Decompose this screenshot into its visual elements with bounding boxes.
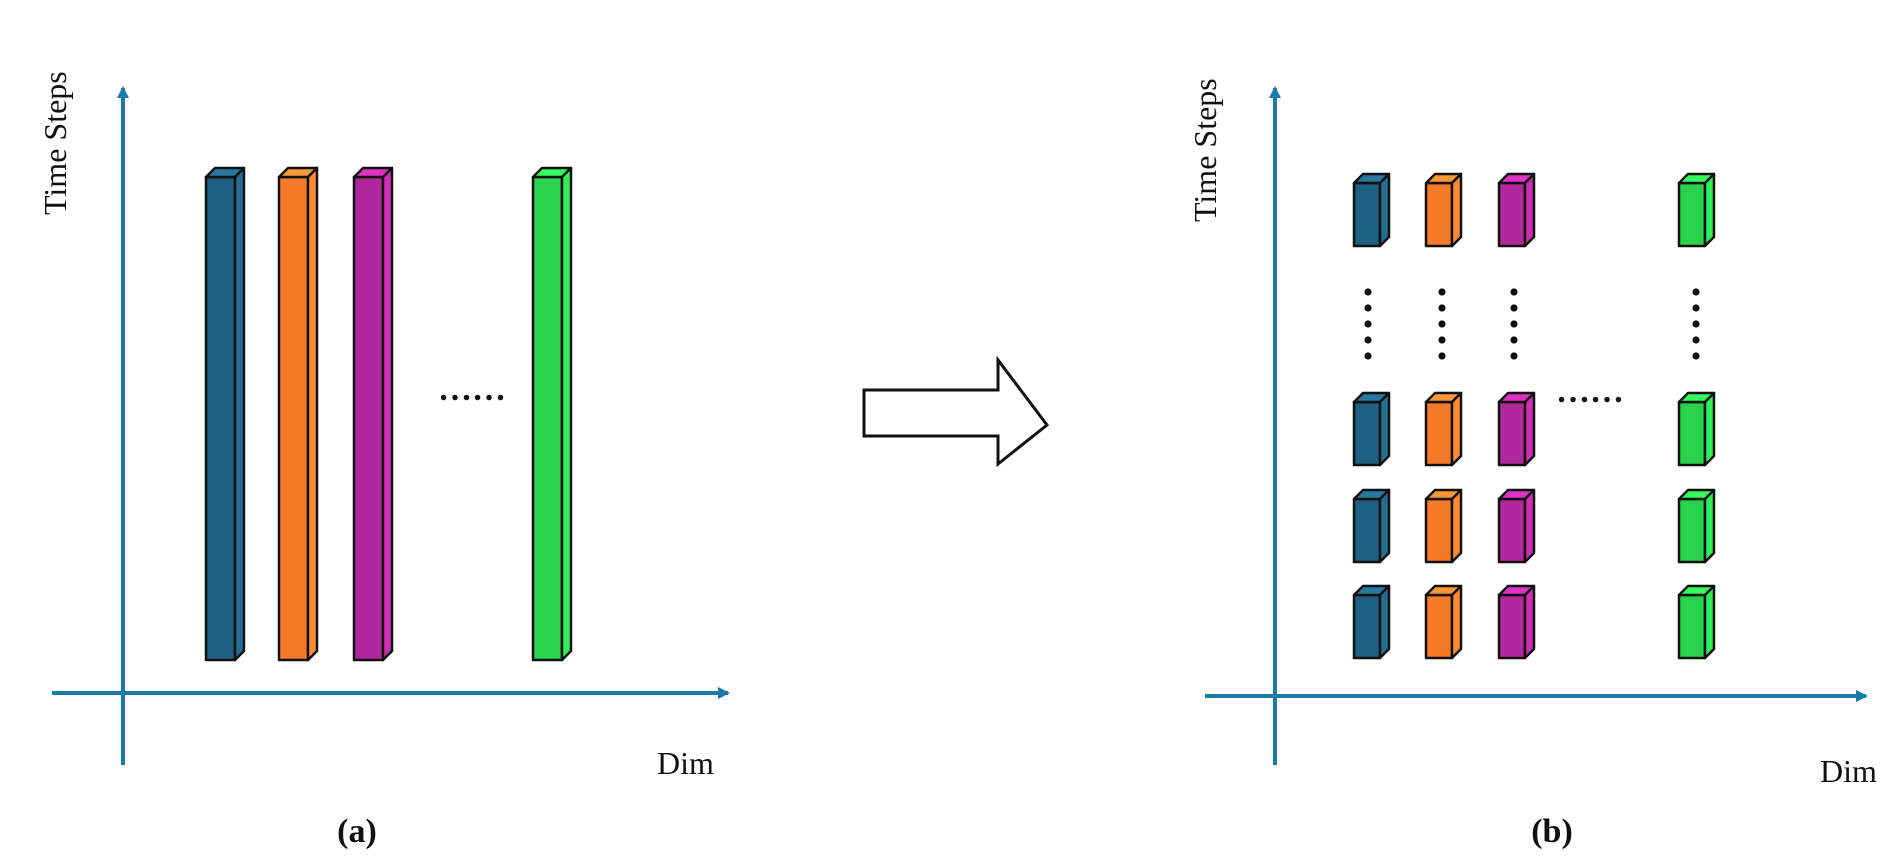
panel-b-block-c4-r1-side bbox=[1703, 172, 1716, 248]
panel-b-block-c1-r1-front bbox=[1352, 181, 1382, 248]
panel-b-block-c3-r4-side bbox=[1523, 584, 1536, 660]
panel-a: Time Steps Dim (a) …… bbox=[37, 71, 730, 850]
panel-a-columns bbox=[204, 166, 573, 662]
panel-b-block-c1-r2-side bbox=[1378, 391, 1391, 467]
panel-b-block-c3-r3-side bbox=[1523, 488, 1536, 564]
panel-b-block-c4-r4-front bbox=[1677, 593, 1707, 660]
vertical-dot bbox=[1510, 320, 1518, 328]
panel-b-block-c2-r4 bbox=[1424, 584, 1463, 660]
panel-b-block-c2-r4-side bbox=[1450, 584, 1463, 660]
panel-b-block-c2-r2-front bbox=[1424, 400, 1454, 467]
panel-b-block-c4-r3-side bbox=[1703, 488, 1716, 564]
panel-a-column-2-front bbox=[277, 175, 310, 662]
vertical-dot bbox=[1364, 288, 1372, 296]
vertical-dot bbox=[1438, 320, 1446, 328]
right-arrow-icon bbox=[862, 355, 1050, 468]
vertical-dot bbox=[1692, 288, 1700, 296]
panel-b-block-c4-r1-front bbox=[1677, 181, 1707, 248]
panel-b-block-c1-r3-side bbox=[1378, 488, 1391, 564]
vertical-dot bbox=[1692, 336, 1700, 344]
panel-a-column-3-front bbox=[352, 175, 385, 662]
vertical-dot bbox=[1692, 352, 1700, 360]
vertical-dot bbox=[1510, 288, 1518, 296]
panel-b-block-c2-r1-side bbox=[1450, 172, 1463, 248]
panel-b-block-c4-r1 bbox=[1677, 172, 1716, 248]
panel-b-block-c3-r2-front bbox=[1497, 400, 1527, 467]
panel-b-block-c2-r2 bbox=[1424, 391, 1463, 467]
panel-b-blocks bbox=[1352, 172, 1716, 660]
panel-b-block-c1-r2 bbox=[1352, 391, 1391, 467]
panel-b-block-c4-r2-front bbox=[1677, 400, 1707, 467]
panel-b-block-c3-r2-side bbox=[1523, 391, 1536, 467]
panel-a-x-axis-label: Dim bbox=[657, 745, 714, 781]
panel-b-x-axis-label: Dim bbox=[1820, 753, 1877, 789]
panel-a-column-1-front bbox=[204, 175, 237, 662]
panel-b-block-c4-r2 bbox=[1677, 391, 1716, 467]
panel-a-column-1 bbox=[204, 166, 246, 662]
panel-b-block-c4-r3-front bbox=[1677, 497, 1707, 564]
panel-b-block-c1-r4 bbox=[1352, 584, 1391, 660]
panel-b-block-c4-r4 bbox=[1677, 584, 1716, 660]
panel-b-vertical-dots bbox=[1364, 288, 1700, 360]
panel-b-block-c2-r3 bbox=[1424, 488, 1463, 564]
panel-b-block-c4-r3 bbox=[1677, 488, 1716, 564]
panel-b-block-c3-r2 bbox=[1497, 391, 1536, 467]
panel-b-block-c1-r1-side bbox=[1378, 172, 1391, 248]
panel-b-block-c2-r3-front bbox=[1424, 497, 1454, 564]
panel-a-caption: (a) bbox=[337, 813, 377, 850]
vertical-dot bbox=[1510, 336, 1518, 344]
panel-b-block-c3-r1-side bbox=[1523, 172, 1536, 248]
panel-b-ellipsis: …… bbox=[1556, 373, 1624, 410]
panel-a-column-2 bbox=[277, 166, 319, 662]
panel-b-block-c3-r4-front bbox=[1497, 593, 1527, 660]
panel-a-column-2-side bbox=[306, 166, 319, 662]
panel-b-block-c1-r4-side bbox=[1378, 584, 1391, 660]
vertical-dot bbox=[1692, 320, 1700, 328]
panel-b-block-c3-r3-front bbox=[1497, 497, 1527, 564]
vertical-dot bbox=[1438, 304, 1446, 312]
panel-a-column-3-side bbox=[381, 166, 394, 662]
panel-a-column-4-front bbox=[531, 175, 564, 662]
vertical-dot bbox=[1438, 288, 1446, 296]
vertical-dot bbox=[1438, 336, 1446, 344]
panel-b-caption: (b) bbox=[1531, 813, 1573, 850]
vertical-dot bbox=[1510, 304, 1518, 312]
panel-b-block-c1-r2-front bbox=[1352, 400, 1382, 467]
vertical-dot bbox=[1438, 352, 1446, 360]
panel-b-block-c1-r3 bbox=[1352, 488, 1391, 564]
panel-b-block-c4-r2-side bbox=[1703, 391, 1716, 467]
panel-a-column-4 bbox=[531, 166, 573, 662]
panel-b-block-c2-r4-front bbox=[1424, 593, 1454, 660]
vertical-dot bbox=[1364, 352, 1372, 360]
vertical-dot bbox=[1510, 352, 1518, 360]
vertical-dot bbox=[1364, 320, 1372, 328]
panel-b: Time Steps Dim (b) …… bbox=[1187, 78, 1877, 850]
panel-b-block-c3-r4 bbox=[1497, 584, 1536, 660]
vertical-dot bbox=[1364, 336, 1372, 344]
vertical-dot bbox=[1692, 304, 1700, 312]
panel-b-block-c2-r1-front bbox=[1424, 181, 1454, 248]
panel-b-block-c3-r3 bbox=[1497, 488, 1536, 564]
panel-a-ellipsis: …… bbox=[438, 371, 506, 408]
panel-a-column-1-side bbox=[233, 166, 246, 662]
panel-b-block-c1-r1 bbox=[1352, 172, 1391, 248]
panel-b-block-c2-r3-side bbox=[1450, 488, 1463, 564]
panel-a-column-4-side bbox=[560, 166, 573, 662]
panel-b-block-c4-r4-side bbox=[1703, 584, 1716, 660]
panel-b-block-c2-r2-side bbox=[1450, 391, 1463, 467]
panel-b-y-axis-label: Time Steps bbox=[1187, 78, 1223, 222]
panel-b-block-c1-r4-front bbox=[1352, 593, 1382, 660]
panel-b-block-c3-r1-front bbox=[1497, 181, 1527, 248]
panel-a-column-3 bbox=[352, 166, 394, 662]
vertical-dot bbox=[1364, 304, 1372, 312]
panel-b-block-c2-r1 bbox=[1424, 172, 1463, 248]
panel-a-y-axis-label: Time Steps bbox=[37, 71, 73, 215]
panel-b-block-c3-r1 bbox=[1497, 172, 1536, 248]
panel-b-block-c1-r3-front bbox=[1352, 497, 1382, 564]
